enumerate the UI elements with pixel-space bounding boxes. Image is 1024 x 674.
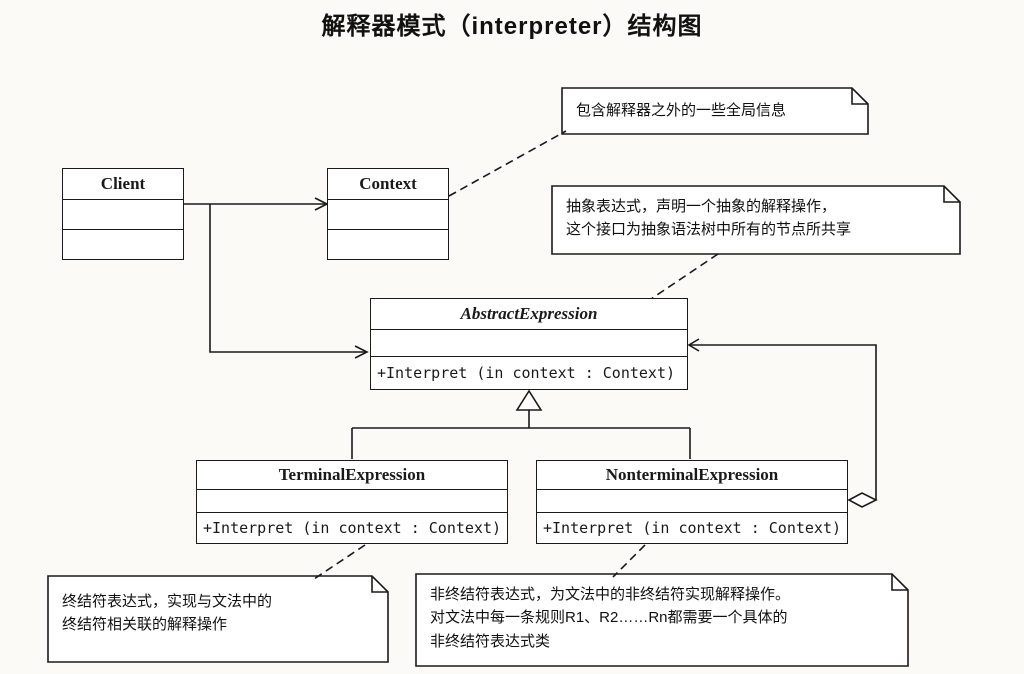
- aggregation-diamond-icon: [847, 492, 878, 508]
- class-client-name: Client: [63, 169, 183, 200]
- note-abstract-expression: 抽象表达式，声明一个抽象的解释操作， 这个接口为抽象语法树中所有的节点所共享: [566, 198, 852, 239]
- note-anchor-lines: [313, 130, 719, 580]
- note-nonterminal-expression: 非终结符表达式，为文法中的非终结符实现解释操作。 对文法中每一条规则R1、R2……: [430, 586, 791, 650]
- class-context: Context: [327, 168, 449, 260]
- note-outline-abstract: [551, 185, 961, 255]
- class-abstract-expression-name: AbstractExpression: [371, 299, 687, 330]
- class-nonterminal-expression-method: +Interpret (in context : Context): [543, 519, 842, 537]
- class-abstract-expression: AbstractExpression +Interpret (in contex…: [370, 298, 688, 390]
- note-terminal-expression: 终结符表达式，实现与文法中的 终结符相关联的解释操作: [62, 593, 273, 634]
- class-context-attrs: [328, 200, 448, 230]
- class-client-ops: [63, 230, 183, 259]
- diagram-title: 解释器模式（interpreter）结构图: [321, 13, 703, 40]
- class-nonterminal-expression: NonterminalExpression +Interpret (in con…: [536, 460, 848, 544]
- class-client-attrs: [63, 200, 183, 230]
- note-outline-context: [561, 87, 869, 135]
- class-terminal-expression-attrs: [197, 490, 507, 513]
- note-context: 包含解释器之外的一些全局信息: [576, 102, 787, 120]
- inheritance-triangle-icon: [515, 389, 543, 411]
- class-terminal-expression-name: TerminalExpression: [197, 461, 507, 490]
- aggregation-nonterminal-abstractexpression: [687, 338, 878, 508]
- class-abstract-expression-method: +Interpret (in context : Context): [377, 364, 676, 382]
- generalization-links: [351, 389, 691, 459]
- class-nonterminal-expression-attrs: [537, 490, 847, 513]
- class-client: Client: [62, 168, 184, 260]
- class-abstract-expression-attrs: [371, 330, 687, 357]
- class-nonterminal-expression-name: NonterminalExpression: [537, 461, 847, 490]
- association-client-abstractexpression: [209, 204, 369, 359]
- class-terminal-expression-method: +Interpret (in context : Context): [203, 519, 502, 537]
- association-client-context: [184, 197, 329, 211]
- class-context-ops: [328, 230, 448, 259]
- class-terminal-expression: TerminalExpression +Interpret (in contex…: [196, 460, 508, 544]
- class-context-name: Context: [328, 169, 448, 200]
- note-outline-nonterminal: [415, 573, 909, 667]
